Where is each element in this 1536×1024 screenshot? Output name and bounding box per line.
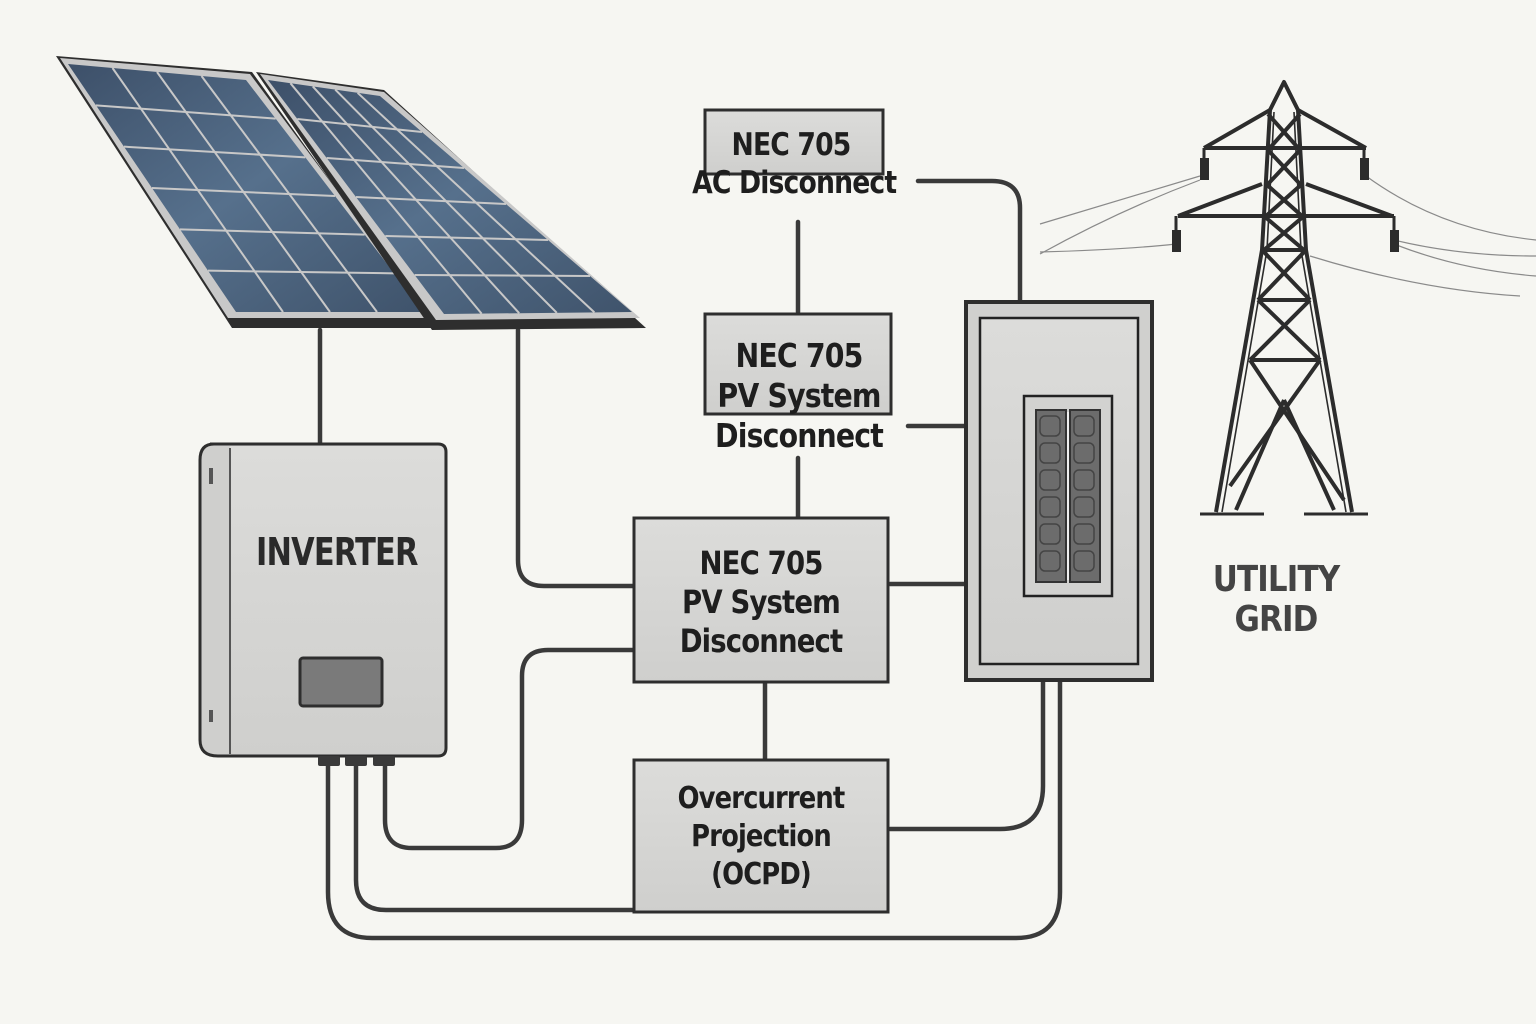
breaker-switch xyxy=(1039,469,1061,491)
wire-inverter-to-ocpd xyxy=(353,759,637,913)
wire-panel2-to-pv-disconnect xyxy=(515,327,637,589)
breaker-switch xyxy=(1039,496,1061,518)
inverter xyxy=(198,442,448,766)
pv-disconnect-upper-line-3: Disconnect xyxy=(715,416,884,455)
panel-cell-divider xyxy=(207,269,395,275)
panel-cell-divider xyxy=(179,228,365,236)
breaker-switch xyxy=(1039,415,1061,437)
pv-disconnect-main-label: NEC 705 PV System Disconnect xyxy=(662,544,860,661)
pv-disconnect-main-line-1: NEC 705 xyxy=(699,544,823,582)
wires xyxy=(317,178,1063,941)
solar-array xyxy=(56,56,646,330)
ocpd-line-2: Projection xyxy=(691,819,832,854)
pv-disconnect-upper-line-1: NEC 705 xyxy=(735,336,863,375)
transmission-tower-icon xyxy=(1039,80,1536,516)
ocpd-line-3: (OCPD) xyxy=(711,857,811,892)
ac-disconnect-line-1: NEC 705 xyxy=(731,127,851,163)
breaker-switch xyxy=(1073,496,1095,518)
panel-cell-divider xyxy=(123,145,306,159)
service-panel xyxy=(964,300,1154,682)
wire-inverter-to-service-panel xyxy=(325,679,1063,941)
ac-disconnect-box xyxy=(703,108,885,176)
pv-disconnect-main-box xyxy=(632,516,890,684)
solar-panel-1 xyxy=(56,56,436,328)
ocpd-line-1: Overcurrent xyxy=(677,781,846,816)
ac-disconnect-line-2: AC Disconnect xyxy=(692,165,897,201)
ocpd-box xyxy=(632,758,890,914)
utility-grid-line-1: UTILITY xyxy=(1212,559,1340,600)
wire-inverter-to-main-pv xyxy=(382,647,637,851)
panel-cell-divider xyxy=(385,235,549,241)
pv-disconnect-upper-label: NEC 705 PV System Disconnect xyxy=(700,336,898,456)
panel-cell-divider xyxy=(297,118,423,133)
panel-cell-divider xyxy=(414,274,591,277)
inverter-label: INVERTER xyxy=(256,530,418,574)
inverter-display xyxy=(298,656,384,708)
ac-disconnect-label: NEC 705 AC Disconnect xyxy=(692,126,897,202)
power-lines xyxy=(1039,175,1536,297)
wire-ac-disconnect-to-service-panel xyxy=(915,178,1023,305)
inverter-vent-top xyxy=(209,468,213,484)
breaker-switch xyxy=(1039,550,1061,572)
utility-grid-label: UTILITY GRID xyxy=(1190,560,1362,640)
pv-disconnect-main-line-3: Disconnect xyxy=(679,622,843,660)
panel-cell-divider xyxy=(355,196,507,205)
breaker-switch xyxy=(1073,415,1095,437)
wire-ocpd-to-service-panel xyxy=(887,679,1046,832)
breaker-switch xyxy=(1073,469,1095,491)
breaker-switch xyxy=(1039,442,1061,464)
breaker-switch xyxy=(1039,523,1061,545)
breaker-switch xyxy=(1073,550,1095,572)
panel-cell-divider xyxy=(151,187,336,197)
breaker-column-left xyxy=(1035,409,1067,583)
inverter-vent-bottom xyxy=(209,710,213,722)
breaker-switch xyxy=(1073,442,1095,464)
pv-disconnect-upper-box xyxy=(703,312,893,416)
solar-panel-2 xyxy=(256,72,646,330)
panel-cell-divider xyxy=(95,104,276,120)
breaker-switch xyxy=(1073,523,1095,545)
pv-disconnect-main-line-2: PV System xyxy=(682,583,841,621)
utility-grid-line-2: GRID xyxy=(1234,599,1318,640)
inverter-connectors xyxy=(318,756,395,766)
ocpd-label: Overcurrent Projection (OCPD) xyxy=(662,780,860,894)
panel-cell-divider xyxy=(326,157,465,169)
pv-disconnect-upper-line-2: PV System xyxy=(717,376,881,415)
